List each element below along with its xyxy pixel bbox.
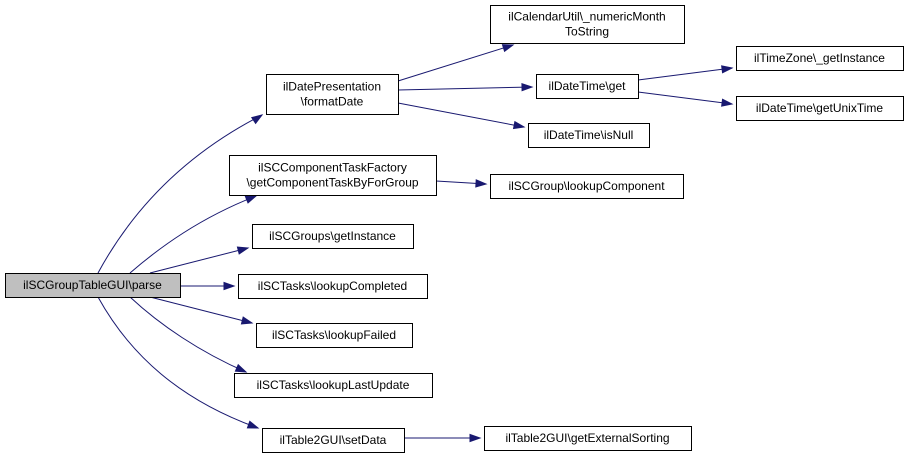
node-box [5, 273, 181, 298]
edge-root-to-setData [97, 296, 260, 429]
node-timeZone[interactable]: ilTimeZone\_getInstance [736, 46, 904, 71]
node-lookupCompleted[interactable]: ilSCTasks\lookupCompleted [238, 274, 428, 299]
node-formatDate[interactable]: ilDatePresentation\formatDate [266, 74, 399, 115]
arrow-head [223, 281, 236, 291]
node-setData[interactable]: ilTable2GUI\setData [262, 428, 405, 453]
node-label: ilSCGroup\lookupComponent [508, 179, 665, 193]
node-label: ilDateTime\isNull [544, 128, 634, 142]
node-box [234, 373, 433, 398]
node-label: ilDatePresentation [283, 80, 381, 94]
arrow-head [234, 363, 248, 373]
edge-formatDate-to-dateTimeIsNull [397, 102, 526, 130]
node-label: ilSCTasks\lookupLastUpdate [257, 378, 410, 392]
node-box [256, 323, 413, 348]
arrow-head [512, 120, 526, 130]
node-box [238, 274, 428, 299]
node-root[interactable]: ilSCGroupTableGUI\parse [5, 273, 181, 298]
node-label: ilSCTasks\lookupCompleted [258, 279, 407, 293]
edge-line [397, 44, 514, 82]
arrow-head [236, 246, 250, 255]
node-box [490, 5, 685, 44]
edge-line [97, 114, 263, 274]
arrow-head [250, 114, 264, 125]
edge-line [637, 67, 733, 81]
edge-setData-to-getExternalSorting [404, 433, 482, 443]
node-label: ilDateTime\get [549, 79, 627, 93]
arrow-head [244, 195, 258, 204]
node-box [736, 46, 904, 71]
node-box [736, 96, 904, 121]
node-label: ilSCGroups\getInstance [269, 229, 396, 243]
node-box [528, 123, 650, 148]
edge-factory-to-lookupComponent [435, 179, 488, 188]
node-getExternalSorting[interactable]: ilTable2GUI\getExternalSorting [484, 426, 692, 451]
edge-line [397, 86, 533, 91]
node-label: ilSCGroupTableGUI\parse [23, 278, 162, 292]
node-box [490, 174, 684, 199]
node-label: ilTimeZone\_getInstance [754, 51, 885, 65]
edge-line [97, 296, 259, 429]
node-dateTimeGet[interactable]: ilDateTime\get [536, 74, 639, 99]
edge-formatDate-to-dateTimeGet [397, 83, 534, 92]
edge-dateTimeGet-to-timeZone [637, 65, 734, 81]
edge-line [397, 102, 525, 128]
node-lookupFailed[interactable]: ilSCTasks\lookupFailed [256, 323, 413, 348]
arrow-head [721, 98, 734, 107]
edge-root-to-lookupCompleted [180, 281, 236, 291]
arrow-head [240, 316, 254, 325]
node-label: ilSCTasks\lookupFailed [272, 328, 396, 342]
arrow-head [501, 44, 515, 53]
node-box [252, 224, 414, 249]
node-box [536, 74, 639, 99]
node-label: ToString [565, 25, 609, 39]
node-label: ilSCComponentTaskFactory [258, 161, 407, 175]
edge-root-to-groupsGetInstance [149, 246, 250, 274]
node-box [229, 155, 437, 196]
arrow-head [246, 420, 260, 429]
edge-line [149, 247, 249, 274]
edge-dateTimeGet-to-unixTime [637, 91, 734, 107]
node-unixTime[interactable]: ilDateTime\getUnixTime [736, 96, 904, 121]
node-box [484, 426, 692, 451]
node-box [262, 428, 405, 453]
edge-root-to-formatDate [97, 114, 264, 274]
node-label: ilCalendarUtil\_numericMonth [508, 10, 665, 24]
node-label: ilTable2GUI\getExternalSorting [505, 431, 669, 445]
node-label: ilDateTime\getUnixTime [756, 101, 883, 115]
edge-line [129, 195, 257, 274]
edge-root-to-factory [129, 195, 258, 274]
edge-root-to-lookupLastUpdate [129, 296, 248, 373]
node-factory[interactable]: ilSCComponentTaskFactory\getComponentTas… [229, 155, 437, 196]
edge-root-to-lookupFailed [149, 296, 254, 325]
edge-line [149, 296, 253, 324]
node-lookupLastUpdate[interactable]: ilSCTasks\lookupLastUpdate [234, 373, 433, 398]
nodes: ilSCGroupTableGUI\parse ilDatePresentatio… [5, 5, 904, 453]
node-dateTimeIsNull[interactable]: ilDateTime\isNull [528, 123, 650, 148]
node-box [266, 74, 399, 115]
node-label: \getComponentTaskByForGroup [246, 176, 418, 190]
edge-line [129, 296, 247, 373]
edges [97, 44, 734, 443]
arrow-head [469, 433, 482, 443]
node-groupsGetInstance[interactable]: ilSCGroups\getInstance [252, 224, 414, 249]
arrow-head [475, 179, 488, 188]
node-label: \formatDate [301, 95, 364, 109]
edge-line [637, 91, 733, 105]
arrow-head [721, 65, 734, 74]
edge-formatDate-to-calendarUtil [397, 44, 515, 82]
node-label: ilTable2GUI\setData [280, 433, 387, 447]
node-lookupComponent[interactable]: ilSCGroup\lookupComponent [490, 174, 684, 199]
arrow-head [521, 83, 534, 92]
